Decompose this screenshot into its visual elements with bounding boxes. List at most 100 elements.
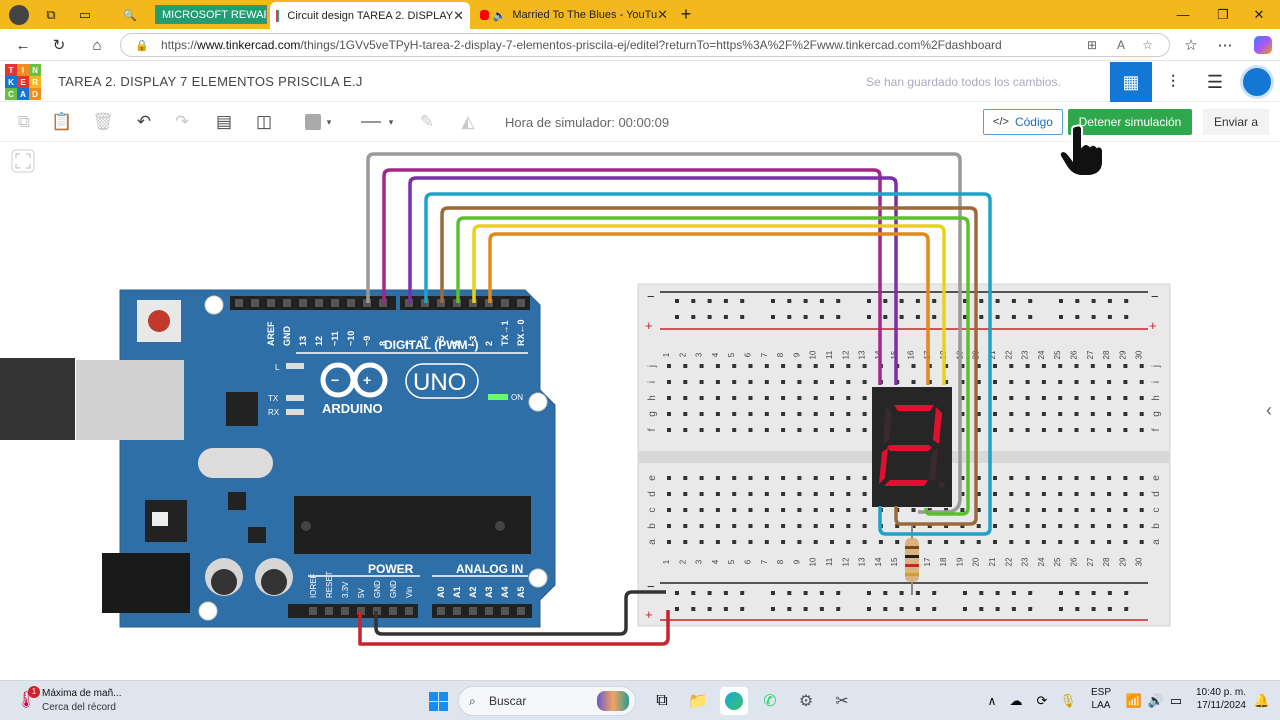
breadboard-hole[interactable] [995, 591, 1000, 595]
wire-pin4[interactable] [456, 216, 970, 516]
breadboard-hole[interactable] [740, 607, 745, 611]
refresh-button[interactable]: ↻ [52, 37, 66, 54]
breadboard-hole[interactable] [960, 476, 965, 480]
breadboard-hole[interactable] [862, 540, 867, 544]
breadboard-hole[interactable] [976, 412, 981, 416]
header-pin[interactable] [405, 607, 413, 615]
breadboard-hole[interactable] [1025, 412, 1030, 416]
breadboard-hole[interactable] [1041, 412, 1046, 416]
breadboard-hole[interactable] [976, 380, 981, 384]
breadboard-hole[interactable] [787, 607, 792, 611]
breadboard-hole[interactable] [797, 540, 802, 544]
breadboard-hole[interactable] [995, 607, 1000, 611]
notes-icon[interactable]: ▤ [215, 112, 233, 131]
breadboard-hole[interactable] [732, 540, 737, 544]
breadboard-hole[interactable] [797, 508, 802, 512]
breadboard-hole[interactable] [732, 364, 737, 368]
breadboard-hole[interactable] [771, 607, 775, 611]
breadboard-hole[interactable] [1074, 380, 1079, 384]
rotate-icon[interactable]: ✎ [419, 112, 435, 131]
breadboard-hole[interactable] [944, 524, 949, 528]
breadboard-hole[interactable] [1090, 476, 1095, 480]
breadboard-hole[interactable] [748, 524, 753, 528]
breadboard-hole[interactable] [1074, 396, 1079, 400]
new-tab-button[interactable]: + [680, 4, 692, 24]
breadboard-hole[interactable] [846, 380, 851, 384]
breadboard-hole[interactable] [1025, 364, 1030, 368]
breadboard-hole[interactable] [963, 591, 967, 595]
breadboard-hole[interactable] [1139, 524, 1144, 528]
breadboard-hole[interactable] [927, 540, 932, 544]
breadboard-hole[interactable] [1058, 412, 1063, 416]
read-aloud-icon[interactable]: A [1116, 38, 1125, 52]
breadboard-hole[interactable] [675, 315, 679, 319]
circuit-view-button[interactable]: ▦ [1110, 62, 1152, 102]
maximize-button[interactable]: ❐ [1217, 6, 1229, 22]
breadboard-hole[interactable] [1074, 540, 1079, 544]
breadboard-hole[interactable] [1107, 591, 1112, 595]
paste-icon[interactable]: 📋 [51, 112, 73, 131]
breadboard-hole[interactable] [1074, 508, 1079, 512]
breadboard-hole[interactable] [1011, 607, 1016, 611]
breadboard-hole[interactable] [976, 524, 981, 528]
breadboard-hole[interactable] [819, 299, 824, 303]
header-pin[interactable] [485, 607, 493, 615]
breadboard-hole[interactable] [1123, 524, 1128, 528]
breadboard-hole[interactable] [867, 607, 871, 611]
breadboard-hole[interactable] [683, 508, 688, 512]
breadboard-hole[interactable] [995, 299, 1000, 303]
breadboard-hole[interactable] [993, 492, 997, 496]
breadboard-hole[interactable] [960, 508, 965, 512]
snipping-tool-icon[interactable]: ✂ [835, 693, 849, 710]
breadboard-hole[interactable] [836, 591, 841, 595]
breadboard-hole[interactable] [707, 315, 712, 319]
wire-pin8[interactable] [382, 168, 882, 385]
breadboard-hole[interactable] [960, 540, 965, 544]
start-button[interactable] [424, 687, 452, 715]
chevron-up-icon[interactable]: ∧ [987, 694, 997, 708]
breadboard-hole[interactable] [699, 524, 704, 528]
header-pin[interactable] [331, 299, 339, 307]
breadboard-hole[interactable] [1041, 492, 1046, 496]
undo-icon[interactable]: ↶ [136, 112, 152, 131]
breadboard-hole[interactable] [748, 412, 753, 416]
breadboard-hole[interactable] [699, 476, 704, 480]
breadboard-hole[interactable] [862, 380, 867, 384]
breadboard-hole[interactable] [1009, 380, 1014, 384]
more-menu-icon[interactable]: ⋯ [1217, 37, 1233, 54]
breadboard-hole[interactable] [667, 508, 671, 512]
breadboard-hole[interactable] [830, 380, 834, 384]
breadboard-hole[interactable] [813, 396, 818, 400]
breadboard-hole[interactable] [787, 299, 792, 303]
wire-pin2[interactable] [488, 232, 930, 385]
breadboard-hole[interactable] [813, 476, 818, 480]
breadboard-hole[interactable] [846, 396, 851, 400]
header-pin[interactable] [389, 607, 397, 615]
wifi-icon[interactable]: 📶 [1125, 693, 1143, 708]
breadboard-hole[interactable] [846, 364, 851, 368]
microphone-icon[interactable]: 🎙 [1059, 693, 1077, 708]
breadboard-hole[interactable] [771, 315, 775, 319]
volume-icon[interactable]: 🔊 [1147, 693, 1165, 708]
notifications-bell-icon[interactable]: 🔔 [1253, 693, 1271, 708]
breadboard-hole[interactable] [993, 524, 997, 528]
delete-icon[interactable]: 🗑 [92, 112, 114, 131]
breadboard-hole[interactable] [813, 508, 818, 512]
copy-icon[interactable]: ⧉ [17, 112, 31, 131]
header-pin[interactable] [341, 607, 349, 615]
annotation-icon[interactable]: ◫ [255, 112, 273, 131]
fit-view-icon[interactable] [11, 149, 35, 173]
breadboard-hole[interactable] [1123, 540, 1128, 544]
breadboard-hole[interactable] [1009, 428, 1014, 432]
task-view-icon[interactable]: ⧉ [656, 692, 668, 709]
breadboard-hole[interactable] [976, 396, 981, 400]
breadboard-hole[interactable] [944, 540, 949, 544]
breadboard-hole[interactable] [691, 299, 696, 303]
breadboard-hole[interactable] [699, 428, 704, 432]
breadboard-hole[interactable] [932, 607, 937, 611]
breadboard-hole[interactable] [830, 412, 834, 416]
breadboard-hole[interactable] [732, 476, 737, 480]
breadboard-hole[interactable] [781, 508, 786, 512]
breadboard-hole[interactable] [1090, 380, 1095, 384]
